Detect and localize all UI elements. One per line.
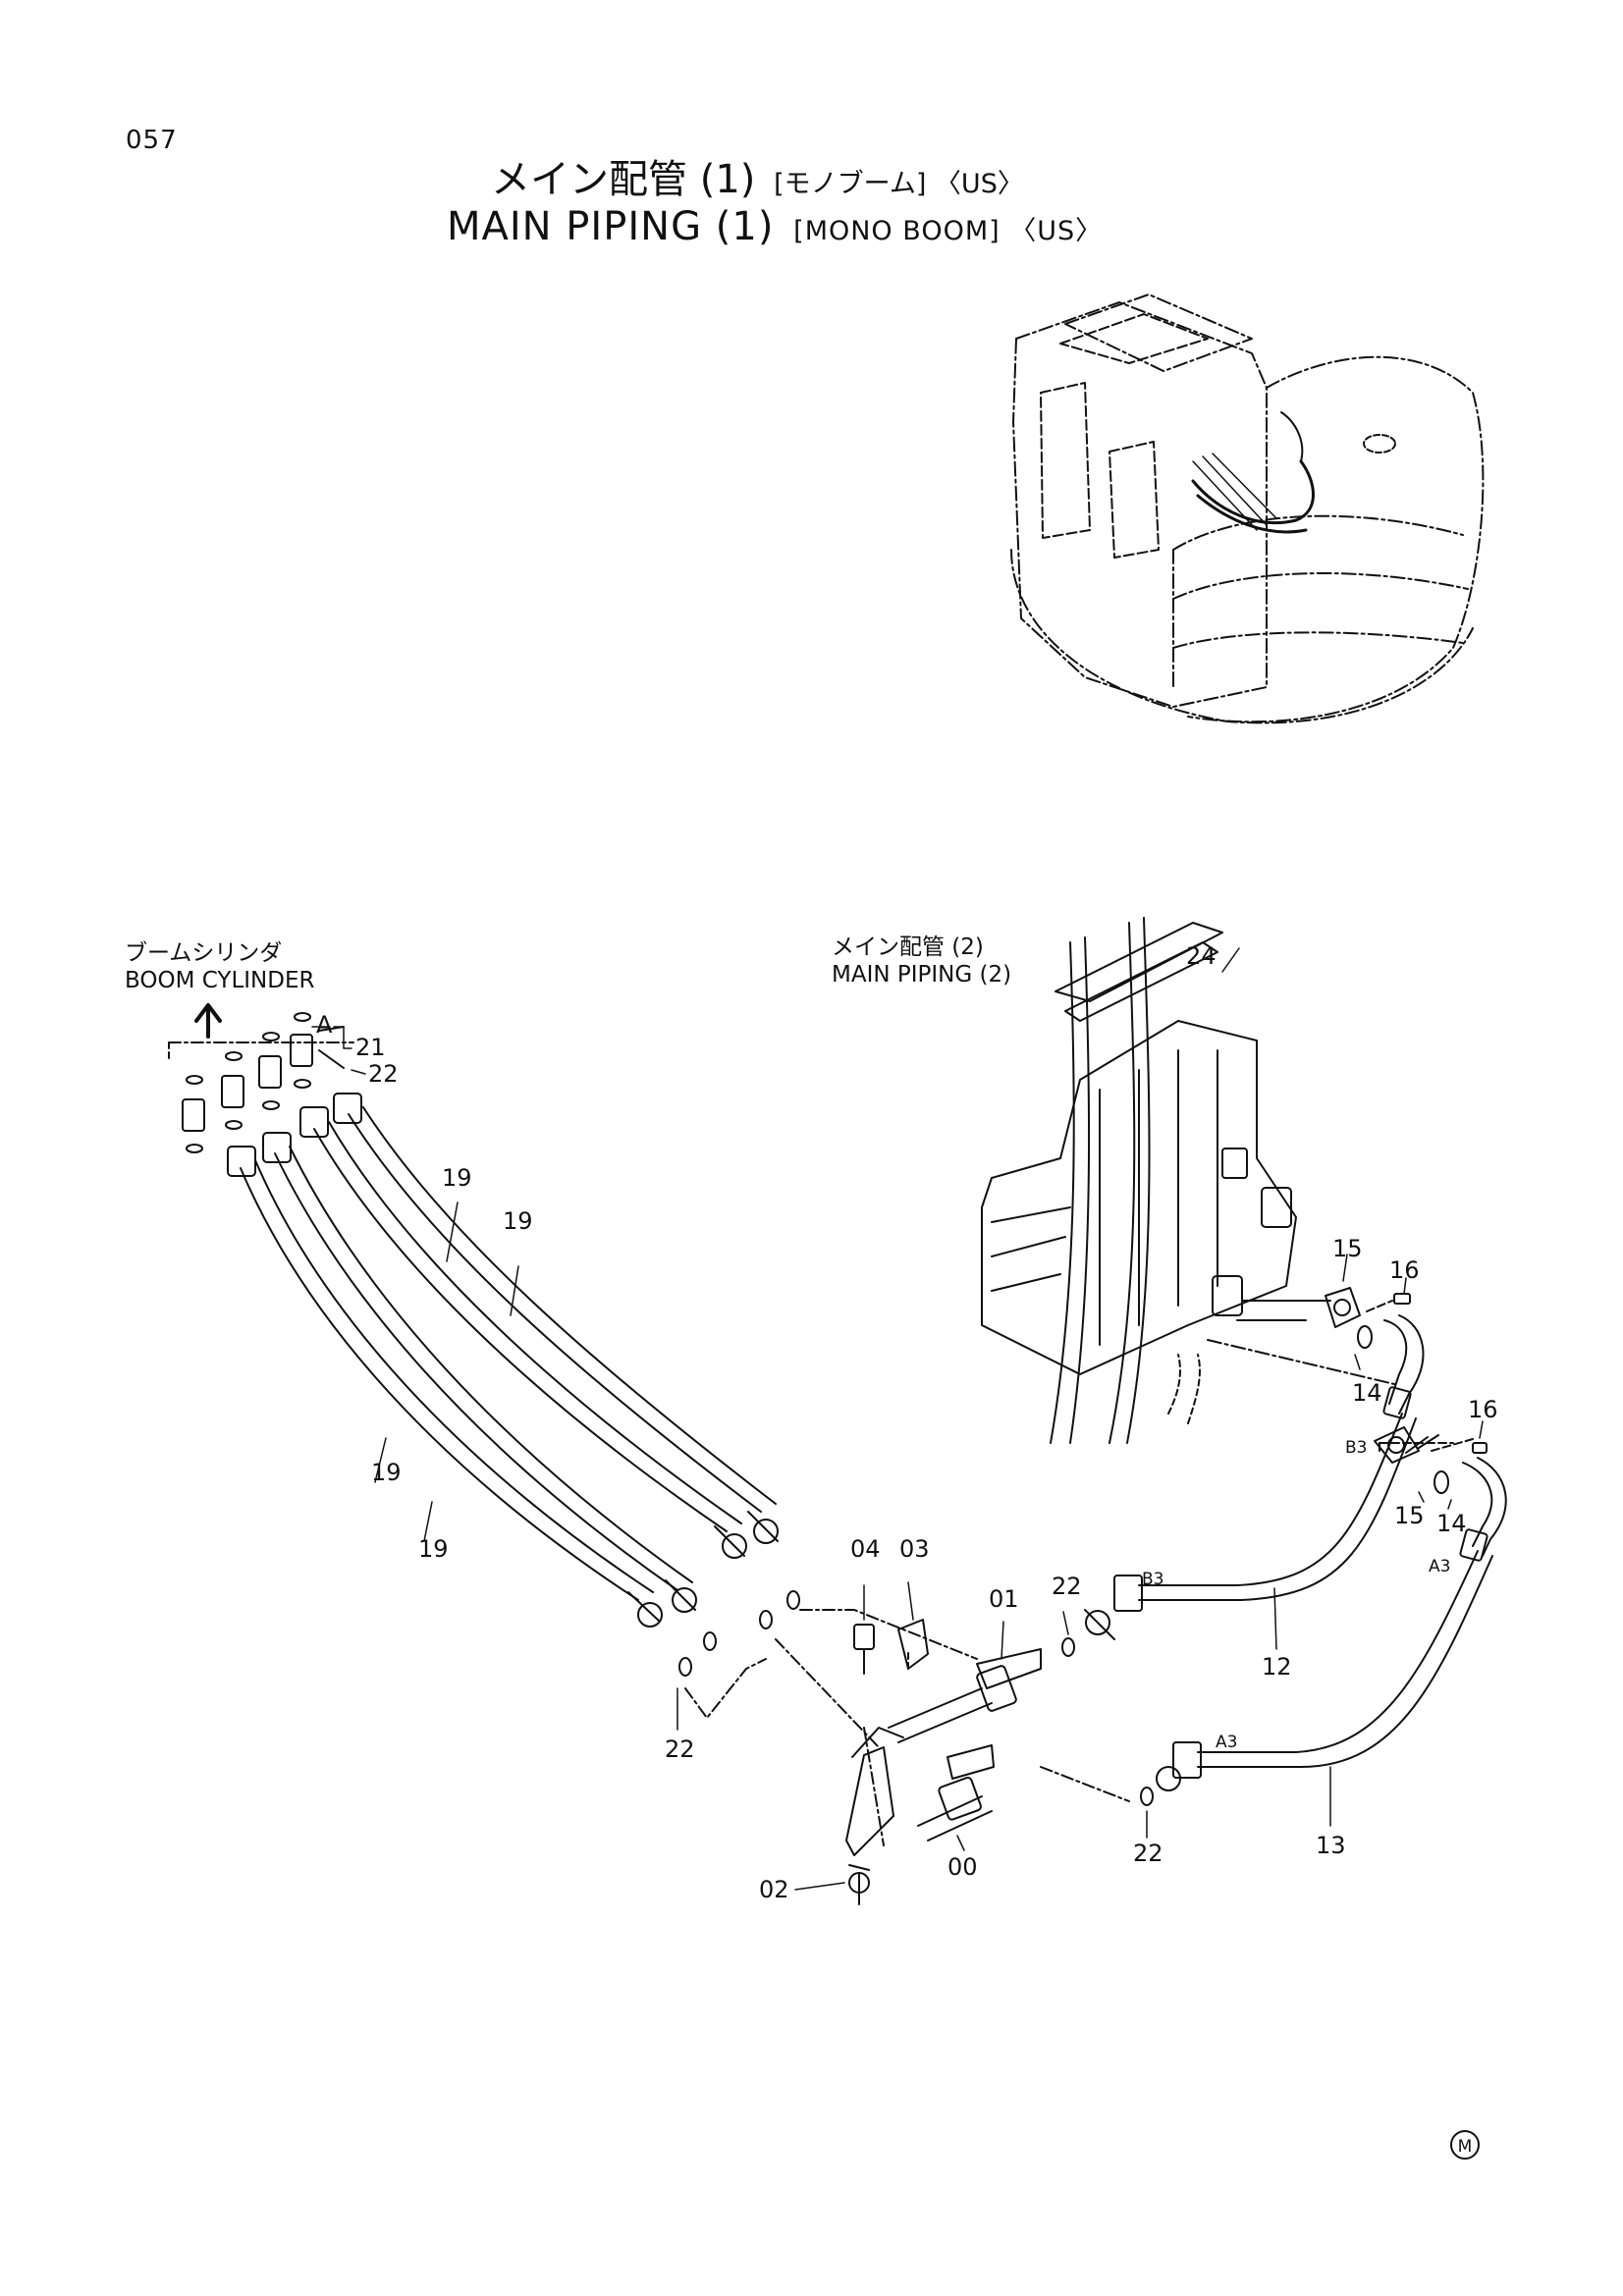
leader-lines	[311, 947, 1484, 1891]
callout-22-top: 22	[368, 1060, 399, 1088]
callout-01: 01	[989, 1585, 1019, 1613]
callout-24: 24	[1186, 942, 1217, 970]
callout-14-lower: 14	[1436, 1510, 1467, 1537]
callout-21: 21	[355, 1034, 386, 1061]
boom-cylinder-jp: ブームシリンダ	[125, 940, 283, 966]
callout-22-left: 22	[665, 1735, 695, 1763]
excavator-overview	[1010, 294, 1485, 724]
port-label-a: A	[316, 1011, 333, 1039]
callout-15-lower: 15	[1394, 1502, 1425, 1529]
page-number: 057	[126, 126, 178, 155]
callout-19-d: 19	[418, 1535, 449, 1563]
main-piping-2-en: MAIN PIPING (2)	[832, 961, 1012, 988]
hose-12	[1084, 1386, 1417, 1640]
boom-cylinder-fittings	[168, 1003, 354, 1153]
callout-12: 12	[1262, 1653, 1292, 1681]
title-jp-sub: [モノブーム] 〈US〉	[774, 169, 1024, 199]
callout-16-upper: 16	[1389, 1256, 1420, 1284]
title-jp-main: メイン配管 (1)	[491, 157, 756, 202]
callout-14-upper: 14	[1352, 1379, 1382, 1407]
page-title-en: MAIN PIPING (1) [MONO BOOM] 〈US〉	[447, 204, 1103, 249]
callout-22-right: 22	[1052, 1573, 1082, 1600]
callout-19-b: 19	[503, 1207, 533, 1235]
callout-02: 02	[759, 1876, 789, 1903]
callout-04: 04	[850, 1535, 881, 1563]
hose-bundle	[227, 1093, 779, 1628]
callout-13: 13	[1316, 1832, 1346, 1859]
main-piping-2-jp: メイン配管 (2)	[832, 934, 984, 960]
tee-bracket-assembly	[678, 1590, 1154, 1905]
hose-13	[1156, 1528, 1493, 1791]
callout-00: 00	[947, 1853, 978, 1881]
port-label-b3-upper: B3	[1345, 1438, 1368, 1458]
footer-mark: M	[1450, 2130, 1480, 2160]
callout-22-bottom: 22	[1133, 1840, 1163, 1867]
callout-03: 03	[899, 1535, 930, 1563]
page-title-jp: メイン配管 (1) [モノブーム] 〈US〉	[491, 147, 1024, 204]
callout-15-upper: 15	[1332, 1235, 1363, 1262]
boom-cylinder-label: ブームシリンダ BOOM CYLINDER	[125, 940, 314, 994]
callout-19-a: 19	[442, 1164, 472, 1192]
callout-19-c: 19	[371, 1459, 402, 1486]
control-valve-assembly	[981, 917, 1395, 1444]
title-en-main: MAIN PIPING (1)	[447, 204, 775, 249]
port-label-a3-lower: A3	[1216, 1733, 1238, 1752]
flange-hardware	[1325, 1287, 1507, 1557]
port-label-a3-upper: A3	[1429, 1557, 1451, 1576]
callout-16-lower: 16	[1468, 1396, 1498, 1423]
boom-cylinder-en: BOOM CYLINDER	[125, 967, 315, 993]
title-en-sub: [MONO BOOM] 〈US〉	[793, 216, 1104, 246]
main-piping-2-label: メイン配管 (2) MAIN PIPING (2)	[832, 934, 1011, 988]
port-label-b3-lower: B3	[1142, 1570, 1164, 1589]
